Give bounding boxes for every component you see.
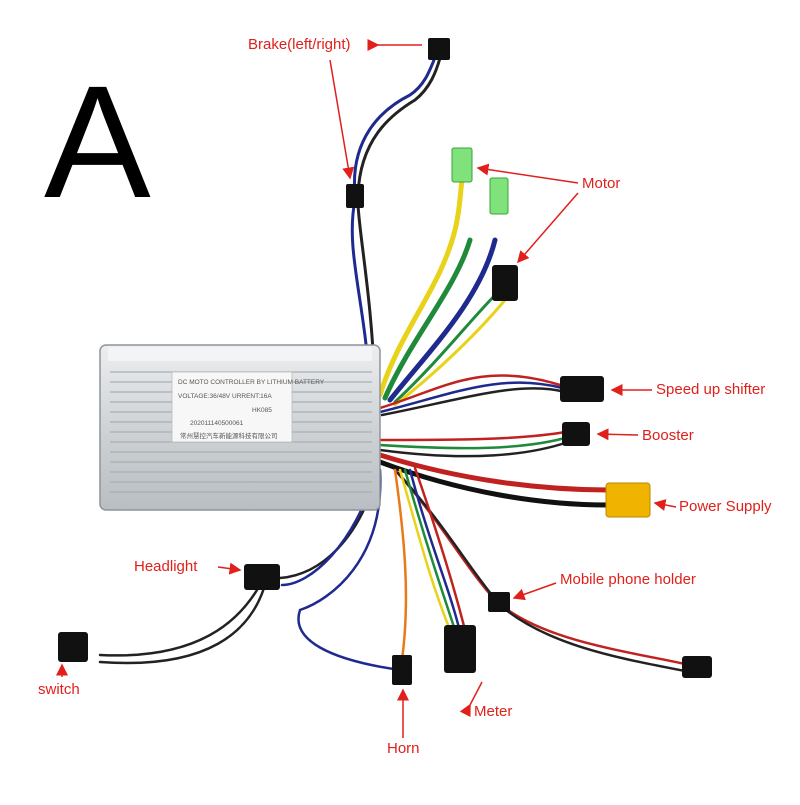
speed-shifter-connector bbox=[560, 376, 604, 402]
xt60-connector bbox=[605, 482, 651, 518]
figure-letter: A bbox=[44, 52, 151, 231]
booster-connector bbox=[562, 422, 590, 446]
label-switch: switch bbox=[38, 681, 80, 698]
label-motor: Motor bbox=[582, 175, 621, 192]
phone-holder-end-connector bbox=[682, 656, 712, 678]
label-booster: Booster bbox=[642, 427, 694, 444]
controller-housing bbox=[99, 344, 381, 511]
motor-terminal-2 bbox=[489, 177, 509, 215]
plate-model: HK085 bbox=[252, 407, 272, 414]
label-horn: Horn bbox=[387, 740, 420, 757]
connectors bbox=[58, 38, 712, 685]
label-headlight: Headlight bbox=[134, 558, 198, 575]
meter-connector bbox=[444, 625, 476, 673]
horn-connector bbox=[392, 655, 412, 685]
brake-connector-mid bbox=[346, 184, 364, 208]
motor-terminal-1 bbox=[451, 147, 473, 183]
plate-voltage: VOLTAGE:36/48V bbox=[178, 393, 231, 400]
plate-serial: 202011140500061 bbox=[190, 420, 244, 427]
label-meter: Meter bbox=[474, 703, 513, 720]
label-arrows bbox=[56, 39, 677, 738]
plate-maker: 常州慧控汽车新能源科技有限公司 bbox=[180, 431, 278, 440]
label-speed-up-shifter: Speed up shifter bbox=[656, 381, 766, 398]
controller-plate-text: DC MOTO CONTROLLER BY LITHIUM BATTERY VO… bbox=[178, 379, 325, 440]
switch-connector bbox=[58, 632, 88, 662]
label-power-supply: Power Supply bbox=[679, 498, 772, 515]
plate-line1: DC MOTO CONTROLLER BY LITHIUM BATTERY bbox=[178, 379, 325, 386]
phone-holder-connector bbox=[488, 592, 510, 612]
brake-connector-top bbox=[428, 38, 450, 60]
headlight-connector bbox=[244, 564, 280, 590]
hall-connector bbox=[492, 265, 518, 301]
label-mobile-phone-holder: Mobile phone holder bbox=[560, 571, 696, 588]
plate-current: URRENT:16A bbox=[232, 393, 272, 400]
label-brake: Brake(left/right) bbox=[248, 36, 351, 53]
